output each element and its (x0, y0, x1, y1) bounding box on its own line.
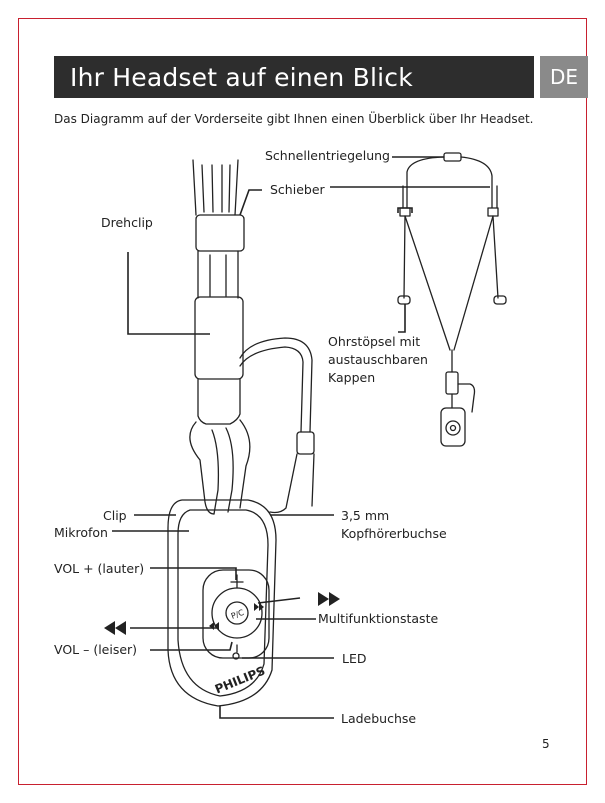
label-led: LED (342, 650, 367, 667)
small-forward-icon (254, 603, 264, 611)
page-number: 5 (542, 737, 550, 751)
label-clip: Clip (103, 507, 127, 524)
rewind-icon (104, 621, 126, 635)
leader-schieber-left (240, 190, 262, 215)
lanyard-strap (193, 160, 244, 298)
cable-loop (240, 338, 314, 513)
label-ohrstoepsel-line3: Kappen (328, 369, 375, 386)
label-ohrstoepsel-line1: Ohrstöpsel mit (328, 333, 420, 350)
leader-ohrstoepsel (398, 304, 405, 332)
label-buchse-line2: Kopfhörerbuchse (341, 525, 447, 542)
label-vol-plus: VOL + (lauter) (54, 560, 144, 577)
leader-forward-arrow (258, 598, 300, 603)
label-multifunktionstaste: Multifunktionstaste (318, 610, 438, 627)
leader-ladebuchse (220, 706, 334, 718)
swivel-clip (195, 297, 243, 424)
label-buchse-line1: 3,5 mm (341, 507, 389, 524)
label-ladebuchse: Ladebuchse (341, 710, 416, 727)
label-ohrstoepsel-line2: austauschbaren (328, 351, 428, 368)
label-schnellentriegelung: Schnellentriegelung (265, 147, 390, 164)
center-button-label: P/C (230, 608, 246, 621)
label-mikrofon: Mikrofon (54, 524, 108, 541)
label-schieber: Schieber (270, 181, 325, 198)
label-vol-minus: VOL – (leiser) (54, 641, 137, 658)
fast-forward-icon (318, 592, 340, 606)
label-drehclip: Drehclip (101, 214, 153, 231)
leader-vol-minus (150, 642, 232, 650)
earphone-set (398, 153, 506, 446)
